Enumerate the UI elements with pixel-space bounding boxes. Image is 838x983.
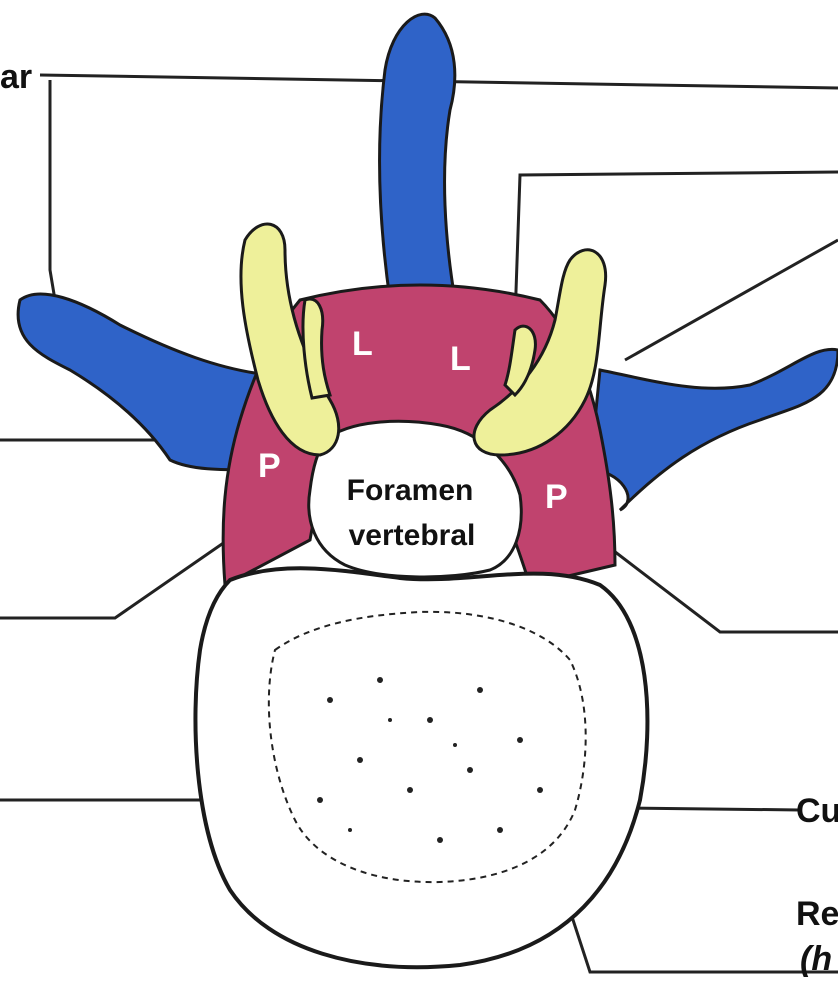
leader-line-facet-right	[625, 240, 838, 360]
leader-line-pedicle-right	[610, 548, 838, 632]
pedicle-left-letter: P	[258, 447, 281, 485]
foramen-label-line2: vertebral	[349, 519, 476, 552]
label-cu-fragment: Cu	[796, 792, 838, 831]
pedicle-right-letter: P	[545, 478, 568, 516]
vertebral-body	[195, 568, 647, 967]
foramen-label-line1: Foramen	[347, 474, 474, 507]
label-re-fragment: Re	[796, 895, 838, 934]
lamina-right-letter: L	[450, 340, 471, 378]
spinous-process	[380, 14, 455, 300]
leader-line-pedicle-left	[0, 535, 235, 618]
lamina-left-letter: L	[352, 325, 373, 363]
label-top-left-fragment: ar	[0, 58, 32, 97]
leader-line-transverse-left	[50, 80, 55, 300]
label-h-fragment: (h	[800, 940, 832, 979]
transverse-process-right	[590, 349, 838, 510]
